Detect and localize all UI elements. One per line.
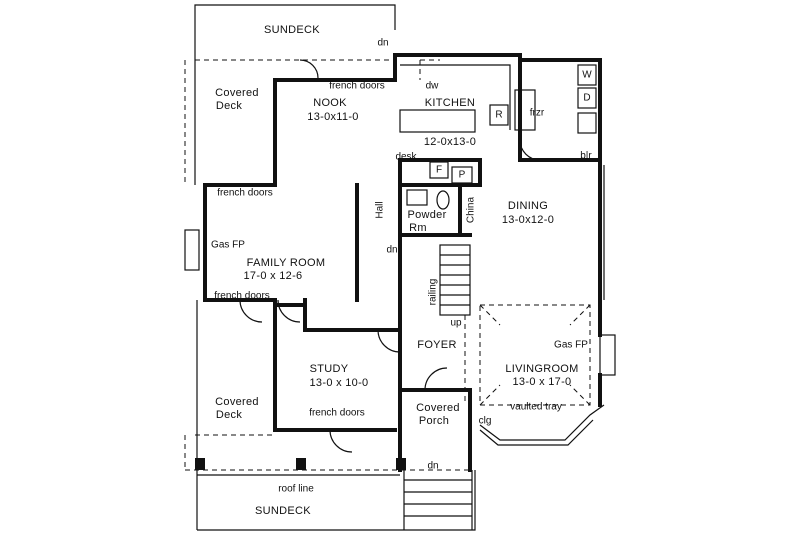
kitchen-label: KITCHEN (425, 97, 475, 109)
study-size: 13-0 x 10-0 (310, 377, 369, 389)
thin-outlines (194, 4, 605, 531)
fridge-label: frzr (530, 108, 545, 119)
family-room-label: FAMILY ROOM (247, 257, 326, 269)
dashed-lines (184, 59, 591, 471)
gas-fp-living-label: Gas FP (554, 340, 588, 351)
desk-label: desk (395, 152, 417, 163)
posts (195, 458, 406, 470)
french-doors-study-label: french doors (309, 408, 365, 419)
railing-label: railing (428, 279, 439, 306)
powder-rm-line2: Rm (409, 222, 427, 234)
french-doors-nook-label: french doors (329, 81, 385, 92)
sundeck-bottom-label: SUNDECK (255, 505, 311, 517)
study-label: STUDY (310, 363, 349, 375)
roof-line-label: roof line (278, 484, 314, 495)
covered-porch-line1: Covered (416, 402, 460, 414)
pantry-p-label: P (459, 170, 466, 181)
hall-label: Hall (375, 201, 386, 218)
nook-size: 13-0x11-0 (307, 111, 358, 123)
vaulted-tray-label: vaulted tray (510, 402, 562, 413)
dining-size: 13-0x12-0 (502, 214, 554, 226)
covered-deck-top-line1: Covered (215, 87, 259, 99)
dryer-label: D (583, 93, 590, 104)
sundeck-top-label: SUNDECK (264, 24, 320, 36)
fridge-f-label: F (436, 165, 442, 176)
dw-label: dw (426, 81, 440, 92)
nook-label: NOOK (313, 97, 347, 109)
family-room-size: 17-0 x 12-6 (244, 270, 303, 282)
washer-label: W (582, 70, 592, 81)
china-label: China (466, 197, 477, 224)
livingroom-size: 13-0 x 17-0 (513, 376, 572, 388)
dn-porch-label: dn (427, 461, 438, 472)
covered-porch-line2: Porch (419, 415, 449, 427)
covered-deck-bottom-line2: Deck (216, 409, 242, 421)
fixtures (184, 59, 616, 517)
up-label: up (450, 318, 462, 329)
range-label: R (495, 110, 502, 121)
exterior-walls (203, 53, 602, 472)
dn-stair-label: dn (386, 245, 397, 256)
gas-fp-family-label: Gas FP (211, 240, 245, 251)
covered-deck-top-line2: Deck (216, 100, 242, 112)
dn-top-label: dn (377, 38, 388, 49)
french-doors-family-top-label: french doors (217, 188, 273, 199)
livingroom-label: LIVINGROOM (505, 363, 578, 375)
foyer-label: FOYER (417, 339, 456, 351)
kitchen-size: 12-0x13-0 (424, 136, 476, 148)
clg-label: clg (479, 416, 492, 427)
bar-label: b|r (580, 151, 592, 162)
french-doors-family-bottom-label: french doors (214, 291, 270, 302)
dining-label: DINING (508, 200, 548, 212)
powder-rm-line1: Powder (407, 209, 446, 221)
covered-deck-bottom-line1: Covered (215, 396, 259, 408)
